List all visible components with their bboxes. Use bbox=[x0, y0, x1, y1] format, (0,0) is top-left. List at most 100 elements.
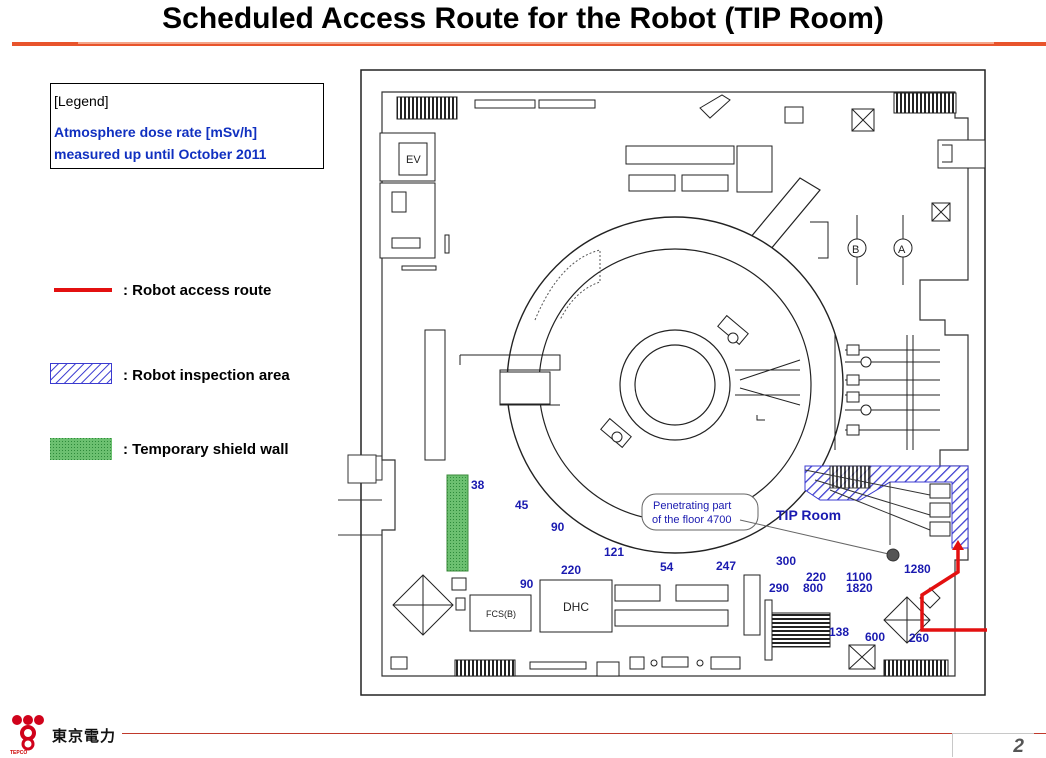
footer-rule bbox=[122, 733, 1046, 734]
pipe-manifold bbox=[834, 335, 940, 450]
dose-7: 54 bbox=[660, 560, 674, 574]
dose-4: 121 bbox=[604, 545, 624, 559]
svg-text:of the floor 4700: of the floor 4700 bbox=[652, 514, 732, 526]
box-lower-1 bbox=[451, 577, 467, 591]
tip-room-label: TIP Room bbox=[776, 507, 841, 523]
inspection-swatch bbox=[50, 363, 112, 384]
valve-a: A bbox=[893, 215, 913, 285]
bracket-box bbox=[499, 371, 551, 405]
post-lower bbox=[764, 599, 773, 661]
route-swatch bbox=[54, 288, 112, 292]
fcs-label: FCS(B) bbox=[486, 609, 516, 619]
box-left-2 bbox=[391, 237, 421, 249]
dose-13: 1100 bbox=[846, 570, 872, 584]
equip-low-1 bbox=[614, 584, 661, 602]
penetration-callout: Penetrating part of the floor 4700 bbox=[641, 493, 900, 562]
company-name-small: TEPCO bbox=[10, 750, 28, 756]
box-bottom-4 bbox=[661, 656, 689, 668]
door-right bbox=[937, 139, 986, 169]
box-top bbox=[784, 106, 804, 124]
duct-top-1 bbox=[474, 99, 536, 109]
vent-top-left bbox=[396, 96, 458, 120]
legend-inspection-label: : Robot inspection area bbox=[123, 367, 290, 384]
diamond-left bbox=[392, 574, 454, 636]
dose-6: 90 bbox=[520, 577, 534, 591]
fixture-lower bbox=[600, 417, 632, 449]
legend-dose-period: measured up until October 2011 bbox=[54, 146, 267, 162]
diamond-right bbox=[883, 587, 941, 644]
dose-2: 45 bbox=[515, 498, 529, 512]
dose-5: 220 bbox=[561, 563, 581, 577]
dot-bottom-1 bbox=[650, 659, 658, 667]
cross-box-top bbox=[851, 108, 875, 132]
ev-car bbox=[398, 142, 428, 176]
left-wall-pillar bbox=[424, 329, 446, 461]
legend-header: [Legend] bbox=[54, 93, 109, 109]
dose-11: 220 bbox=[806, 570, 826, 584]
dose-9: 300 bbox=[776, 554, 796, 568]
box-bottom-1 bbox=[390, 656, 408, 670]
fcs-unit bbox=[469, 594, 532, 632]
svg-text:A: A bbox=[898, 244, 906, 256]
legend-route-label: : Robot access route bbox=[123, 282, 272, 299]
legend-dose-unit: Atmosphere dose rate [mSv/h] bbox=[54, 124, 258, 140]
small-fixture bbox=[756, 415, 765, 421]
box-left-1 bbox=[391, 191, 407, 213]
robot-access-route bbox=[920, 548, 987, 632]
page-number: 2 bbox=[1013, 736, 1024, 757]
duct-bottom bbox=[529, 661, 587, 670]
cross-box-right bbox=[931, 202, 951, 222]
page-title: Scheduled Access Route for the Robot (TI… bbox=[162, 2, 884, 35]
cross-box-bottom bbox=[848, 644, 876, 670]
dose-15: 1280 bbox=[904, 562, 931, 576]
dose-8: 247 bbox=[716, 559, 736, 573]
temporary-shield-wall bbox=[446, 474, 469, 572]
pipes-center bbox=[735, 359, 801, 406]
box-bottom-2 bbox=[596, 661, 620, 677]
legend-box: [Legend] Atmosphere dose rate [mSv/h] me… bbox=[50, 83, 324, 169]
dose-values: 38 45 90 121 220 90 54 247 300 290 220 8… bbox=[471, 478, 931, 645]
equip-low-2 bbox=[675, 584, 729, 602]
ev-label: EV bbox=[406, 154, 421, 166]
equip-top-4 bbox=[736, 145, 773, 193]
vent-bottom-left bbox=[454, 659, 516, 677]
fixture-upper bbox=[717, 314, 749, 346]
title-underline-highlight bbox=[78, 42, 994, 44]
dot-bottom-2 bbox=[696, 659, 704, 667]
dose-17: 600 bbox=[865, 630, 885, 644]
dashed-area bbox=[534, 249, 601, 321]
diagonal-corridor bbox=[739, 177, 821, 263]
vent-bottom-right bbox=[883, 659, 949, 677]
box-lower-2 bbox=[455, 597, 466, 611]
vent-top-right bbox=[893, 92, 957, 114]
stair-top bbox=[699, 94, 731, 119]
pipe-bracket bbox=[459, 354, 561, 406]
left-door-box bbox=[347, 454, 377, 484]
dose-12: 800 bbox=[803, 581, 823, 595]
svg-text:B: B bbox=[852, 244, 859, 256]
page-number-box bbox=[952, 733, 1034, 757]
tepco-logo bbox=[12, 715, 44, 751]
valve-b: B bbox=[847, 215, 867, 285]
dhc-unit bbox=[539, 579, 613, 633]
equip-low-4 bbox=[743, 574, 761, 636]
dose-10: 290 bbox=[769, 581, 789, 595]
dose-3: 90 bbox=[551, 520, 565, 534]
dhc-label: DHC bbox=[563, 600, 589, 614]
company-name: 東京電力 bbox=[52, 728, 117, 745]
title-underline bbox=[12, 42, 1046, 46]
dose-18: 260 bbox=[909, 631, 929, 645]
box-bottom-3 bbox=[629, 656, 645, 670]
stairs-lower bbox=[769, 612, 831, 648]
route-arrowhead bbox=[952, 540, 964, 550]
post-left bbox=[444, 234, 450, 254]
corridor-stub bbox=[810, 221, 829, 259]
dose-14: 1820 bbox=[846, 581, 873, 595]
shield-swatch bbox=[50, 438, 112, 460]
equip-low-3 bbox=[614, 609, 729, 627]
box-bottom-5 bbox=[710, 656, 741, 670]
tip-equipment bbox=[804, 469, 951, 545]
pedestal-inner bbox=[634, 344, 716, 426]
duct-top-2 bbox=[538, 99, 596, 109]
